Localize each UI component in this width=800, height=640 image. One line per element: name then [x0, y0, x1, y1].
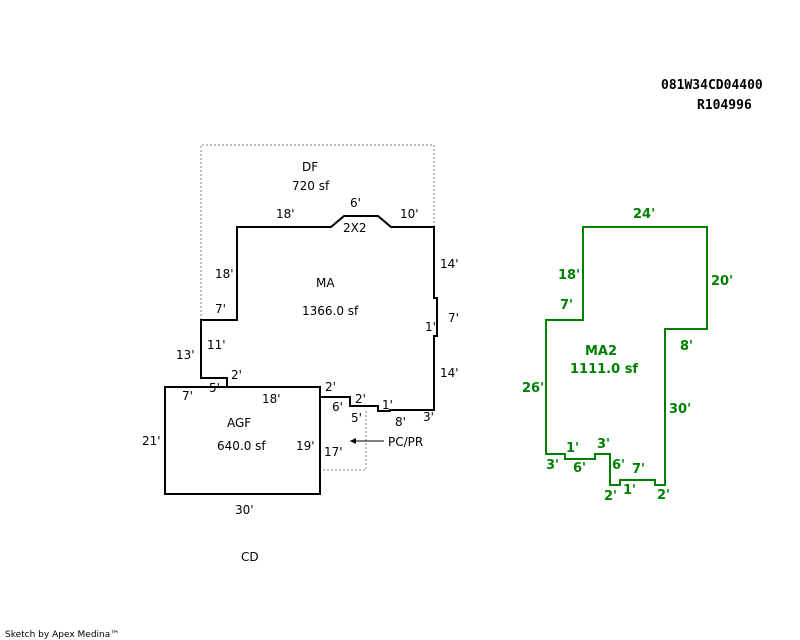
dim-label: 18'	[215, 267, 234, 281]
ma2-outline	[545, 226, 708, 486]
dim-label: 18'	[262, 392, 281, 406]
dim-label: 7'	[448, 311, 459, 325]
ma-code: MA	[316, 276, 335, 290]
cd-label: CD	[241, 550, 259, 564]
dim-label: 3'	[423, 410, 434, 424]
dim-label: 18'	[558, 268, 580, 283]
dim-label: 2'	[604, 489, 617, 504]
dim-label: 3'	[546, 458, 559, 473]
dim-label: 14'	[440, 366, 459, 380]
dim-label: 14'	[440, 257, 459, 271]
chimney-label: 2X2	[343, 221, 367, 235]
parcel-id: 081W34CD04400	[661, 78, 763, 93]
ma-area: 1366.0 sf	[302, 304, 359, 318]
dim-label: 2'	[355, 392, 366, 406]
dim-label: 6'	[573, 461, 586, 476]
dim-label: 2'	[657, 488, 670, 503]
dim-label: 3'	[597, 437, 610, 452]
sketch-credit: Sketch by Apex Medina™	[5, 630, 119, 640]
ma2-code: MA2	[585, 344, 617, 359]
dim-label: 30'	[669, 402, 691, 417]
agf-outline	[164, 386, 321, 495]
dim-label: 8'	[680, 339, 693, 354]
porch-outline	[320, 411, 367, 471]
dim-label: 2'	[231, 368, 242, 382]
agf-area: 640.0 sf	[217, 439, 266, 453]
df-outline	[200, 144, 435, 320]
dim-label: 6'	[350, 196, 361, 210]
dim-label: 26'	[522, 381, 544, 396]
dim-label: 1'	[382, 398, 393, 412]
dim-label: 20'	[711, 274, 733, 289]
agf-code: AGF	[227, 416, 251, 430]
dim-label: 5'	[351, 411, 362, 425]
dim-label: 5'	[209, 381, 220, 395]
account-number: R104996	[697, 98, 752, 113]
ma2-area: 1111.0 sf	[570, 362, 638, 377]
dim-label: 6'	[612, 458, 625, 473]
dim-label: 1'	[566, 441, 579, 456]
dim-label: 2'	[325, 380, 336, 394]
dim-label: 11'	[207, 338, 226, 352]
dim-label: 18'	[276, 207, 295, 221]
dim-label: 7'	[182, 389, 193, 403]
dim-label: 17'	[324, 445, 343, 459]
ma-outline	[200, 215, 438, 412]
dim-label: 6'	[332, 400, 343, 414]
dim-label: 7'	[560, 298, 573, 313]
dim-label: 10'	[400, 207, 419, 221]
porch-label: PC/PR	[388, 435, 423, 449]
dim-label: 1'	[425, 320, 436, 334]
dim-label: 24'	[633, 207, 655, 222]
dim-label: 1'	[623, 483, 636, 498]
dim-label: 30'	[235, 503, 254, 517]
dim-label: 7'	[215, 302, 226, 316]
porch-arrowhead	[350, 438, 356, 444]
dim-label: 8'	[395, 415, 406, 429]
dim-label: 13'	[176, 348, 195, 362]
dim-label: 21'	[142, 434, 161, 448]
dim-label: 19'	[296, 439, 315, 453]
dim-label: 7'	[632, 462, 645, 477]
df-area: 720 sf	[292, 179, 330, 193]
df-code: DF	[302, 160, 318, 174]
